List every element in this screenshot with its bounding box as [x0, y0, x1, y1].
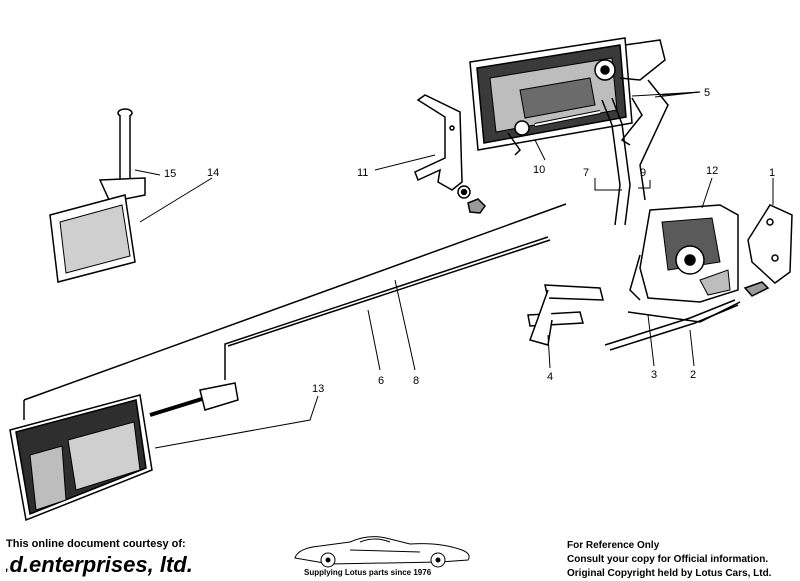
callout-12: 12 [706, 165, 718, 177]
part-12-latch [629, 204, 739, 303]
part-4-linkage [527, 284, 604, 346]
copyright-notice: For Reference Only Consult your copy for… [567, 539, 800, 581]
callout-9: 9 [640, 167, 646, 179]
courtesy-text: This online document courtesy of: [6, 538, 186, 550]
callout-4: 4 [547, 371, 553, 383]
notice-line-2: Consult your copy for Official informati… [567, 554, 769, 565]
part-14-reflector [49, 177, 146, 283]
callout-7: 7 [583, 167, 589, 179]
callout-2: 2 [690, 369, 696, 381]
brand-name: r.d.enterprises, ltd. [6, 552, 193, 577]
notice-line-3: Original Copyright held by Lotus Cars, L… [567, 568, 772, 579]
callout-13: 13 [312, 383, 324, 395]
notice-line-1: For Reference Only [567, 540, 660, 551]
callout-3: 3 [651, 369, 657, 381]
part-5-rods [620, 79, 669, 201]
callout-6: 6 [378, 375, 384, 387]
callout-10: 10 [533, 164, 545, 176]
callout-5: 5 [704, 87, 710, 99]
part-11-bracket [414, 94, 463, 191]
courtesy-block: This online document courtesy of: r.d.en… [6, 538, 266, 580]
leader-lines [134, 91, 774, 449]
callout-1: 1 [769, 167, 775, 179]
nut-and-washer [457, 185, 486, 214]
part-7-9-rods [601, 97, 631, 226]
callout-14: 14 [207, 167, 219, 179]
part-13-interior-handle [9, 382, 239, 522]
rods-6-8 [23, 203, 567, 420]
car-logo: Supplying Lotus parts since 1976 [290, 530, 480, 580]
car-sketch-icon [294, 536, 470, 568]
part-1-striker [743, 204, 793, 297]
callout-15: 15 [164, 168, 176, 180]
tagline-text: Supplying Lotus parts since 1976 [304, 568, 432, 577]
part-15-pin [117, 108, 133, 183]
callout-8: 8 [413, 375, 419, 387]
callout-11: 11 [357, 167, 368, 179]
part-2-3-rods [604, 299, 741, 351]
upper-door-handle [469, 37, 666, 156]
